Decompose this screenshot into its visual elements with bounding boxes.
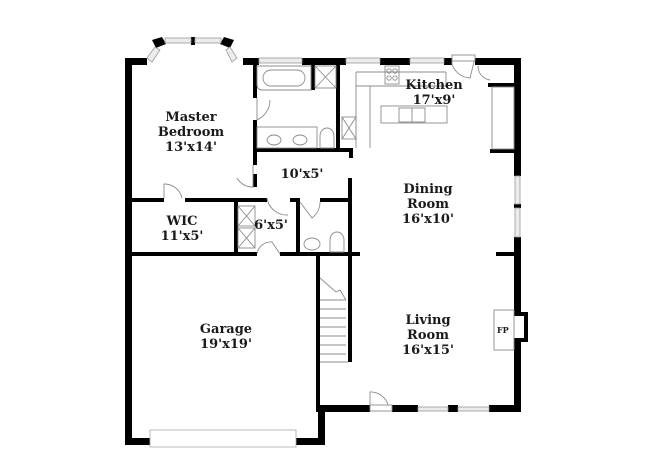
room-name: Dining: [403, 182, 453, 197]
fixtures: [237, 65, 515, 363]
toilet-icon: [319, 127, 335, 149]
room-dimensions: 11'x5': [160, 229, 204, 244]
kitchen-island: [380, 105, 448, 124]
room-name: Bedroom: [157, 125, 225, 140]
room-dimensions: 16'x15': [402, 343, 454, 358]
room-name: Living: [405, 313, 451, 328]
pantry-shelf: [491, 86, 515, 150]
sink-icon: [292, 134, 308, 146]
room-name: Garage: [199, 322, 253, 337]
refrigerator-icon: [341, 116, 357, 140]
room-name: Master: [165, 110, 217, 125]
windows: [146, 37, 521, 448]
sink-icon: [303, 237, 321, 251]
sink-icon: [266, 134, 282, 146]
washer-icon: [237, 205, 256, 227]
interior-walls: [132, 58, 514, 412]
room-name: Kitchen: [405, 78, 463, 93]
room-label-dining-room: Dining Room 16'x10': [402, 182, 454, 227]
room-dimensions: 6'x5': [254, 218, 288, 233]
doors: [163, 54, 491, 412]
room-name: Room: [407, 328, 449, 343]
room-dimensions: 19'x19': [200, 337, 252, 352]
room-label-laundry: 6'x5': [254, 218, 288, 233]
room-dimensions: 10'x5': [280, 167, 324, 182]
fireplace-icon: [493, 309, 515, 351]
exterior-walls: [125, 37, 528, 445]
fireplace-label: FP: [497, 325, 509, 335]
dryer-icon: [237, 227, 256, 249]
room-dimensions: 17'x9': [412, 93, 456, 108]
stove-icon: [384, 65, 400, 85]
room-dimensions: 13'x14': [165, 140, 217, 155]
room-dimensions: 16'x10': [402, 212, 454, 227]
room-label-living-room: Living Room 16'x15': [402, 313, 454, 358]
staircase: [319, 277, 348, 363]
room-name: WIC: [166, 214, 198, 229]
room-label-garage: Garage 19'x19': [200, 322, 252, 352]
shower-icon: [314, 65, 337, 89]
room-label-hall: 10'x5': [281, 167, 324, 182]
room-name: Room: [407, 197, 449, 212]
bathtub-icon: [256, 65, 312, 91]
room-label-kitchen: Kitchen 17'x9': [405, 78, 462, 108]
toilet-icon: [329, 231, 345, 253]
room-label-wic: WIC 11'x5': [161, 214, 204, 244]
vanity-icon: [256, 126, 318, 149]
room-label-master-bedroom: Master Bedroom 13'x14': [158, 110, 224, 155]
